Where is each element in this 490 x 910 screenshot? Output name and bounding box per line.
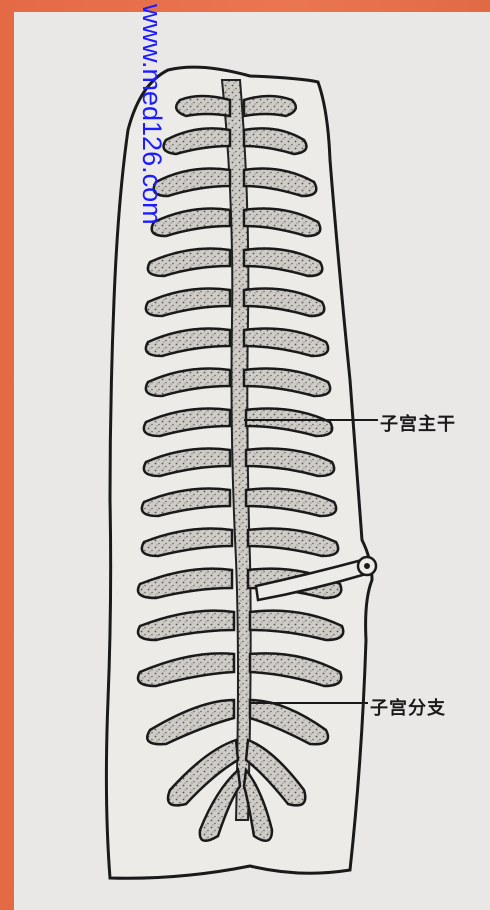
label-uterus-trunk: 子宫主干 [380,410,456,436]
genital-pore-center [364,563,370,569]
label-uterus-branch: 子宫分支 [370,694,446,720]
watermark-text: www.med126.com [136,4,167,225]
